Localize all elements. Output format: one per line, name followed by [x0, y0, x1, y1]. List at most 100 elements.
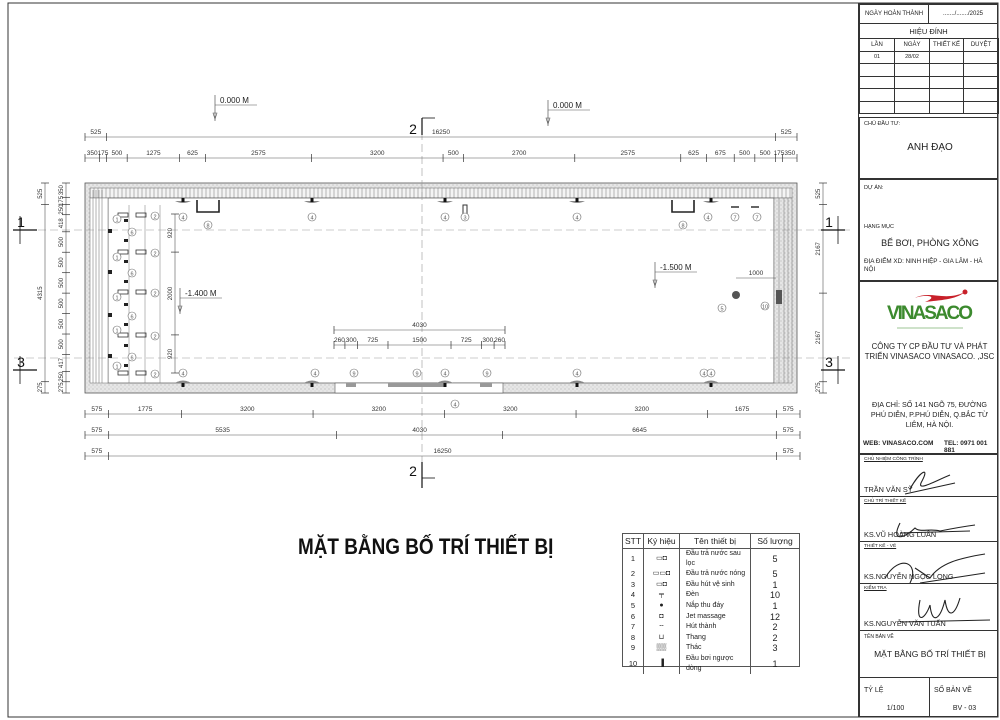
equipment-tag: 3	[463, 215, 466, 221]
dim-top-detail-label: 1275	[146, 150, 161, 157]
equipment-tag: 2	[153, 214, 156, 220]
dim-left-detail-label: 418	[59, 218, 65, 229]
dim-bottom-3-label: 16250	[433, 448, 451, 455]
legend-equipment-name: Đầu trả nước nóng	[679, 569, 751, 580]
equipment-tag: 9	[415, 371, 418, 377]
equipment-tag: 4	[443, 371, 446, 377]
right-wall-band	[773, 197, 793, 384]
equipment-tag: 4	[181, 215, 184, 221]
tag-circle	[760, 301, 770, 311]
legend-equipment-name: Thang	[679, 632, 751, 644]
dim-top-detail-label: 625	[187, 150, 198, 157]
sheet-border	[7, 2, 999, 718]
equipment-tag: 4	[310, 215, 313, 221]
scale-box: TỶ LỆ 1/100	[859, 677, 930, 717]
legend-equipment-name: Đầu trả nước sau lọc	[679, 548, 751, 569]
legend-quantity: 2	[772, 632, 778, 643]
dim-right-label: 2167	[816, 330, 822, 344]
dim-top-detail-label: 175	[774, 150, 785, 157]
section-label: 1	[825, 214, 833, 230]
dim-left-overall-label: 4315	[38, 286, 44, 300]
revision-cell	[963, 88, 999, 102]
return-inlet-icon	[135, 212, 147, 218]
light-icon	[437, 380, 453, 383]
revision-title: HIỆU ĐÍNH	[859, 23, 998, 39]
dim-left-detail-label: 500	[59, 318, 65, 329]
return-inlet-icon	[135, 289, 147, 295]
legend-equipment-name: Đầu hút vệ sinh	[679, 579, 751, 591]
ladder-icon	[671, 200, 695, 213]
legend-stt: 4	[623, 590, 644, 601]
revision-cell	[929, 63, 964, 77]
jet-massage-icon	[124, 280, 128, 283]
company-tel: TEL: 0971 001 881	[944, 440, 988, 454]
legend-quantity: 2	[772, 622, 778, 633]
dim-top-detail-label: 675	[715, 150, 726, 157]
dim-left-detail-label: 250	[59, 371, 65, 382]
revision-cell	[894, 88, 930, 102]
equipment-tag: 5	[720, 306, 723, 312]
dim-top-detail-label: 2575	[621, 150, 636, 157]
revision-cell	[929, 100, 964, 114]
dim-left-detail-label: 500	[59, 298, 65, 309]
jet-massage-icon	[124, 260, 128, 263]
equipment-tag: 7	[733, 215, 736, 221]
signature-image	[904, 471, 956, 495]
sheet-number-label: SỐ BẢN VẼ	[934, 687, 972, 694]
dim-bottom-2-label: 6645	[632, 427, 647, 434]
skimmer-icon: ╌	[643, 621, 680, 633]
legend-stt: 3	[623, 579, 644, 591]
dim-drain-label: 1000	[749, 270, 764, 277]
legend-quantity: 1	[772, 658, 778, 669]
legend-quantity: 5	[772, 569, 778, 580]
revision-cell	[929, 50, 964, 64]
role-label: CHỦ NHIỆM CÔNG TRÌNH	[864, 457, 923, 462]
section-label: 3	[825, 354, 833, 370]
revision-cell	[859, 88, 895, 102]
legend-equipment-name: Hút thành	[679, 621, 751, 633]
vacuum-inlet-icon: ▭◘	[643, 579, 680, 591]
equipment-tag: 2	[153, 372, 156, 378]
dim-bottom-1-label: 3200	[372, 406, 387, 413]
top-wall-tile-band	[89, 187, 793, 199]
tag-circle	[127, 268, 137, 278]
tag-circle	[127, 311, 137, 321]
jet-massage-icon: ◘	[643, 611, 680, 622]
return-inlet-icon	[117, 249, 129, 255]
jet-massage-icon	[108, 270, 112, 274]
dim-top-detail-label: 500	[739, 150, 750, 157]
main-drain-icon	[732, 291, 740, 299]
equipment-tag: 4	[702, 371, 705, 377]
tag-circle	[203, 220, 213, 230]
revision-cell	[894, 100, 930, 114]
light-icon	[569, 380, 585, 383]
equipment-tag: 6	[130, 271, 133, 277]
waterfall-icon	[480, 383, 492, 387]
light-icon	[181, 383, 185, 387]
tag-circle	[150, 211, 160, 221]
tag-circle	[112, 325, 122, 335]
legend-stt: 2	[623, 569, 644, 580]
tag-circle	[150, 248, 160, 258]
legend-equipment-name: Jet massage	[679, 611, 751, 622]
return-inlet-filtered-icon: ▭◘	[643, 548, 680, 569]
dim-bottom-1-label: 1675	[735, 406, 750, 413]
dim-waterfall-detail-label: 1500	[412, 337, 427, 344]
equipment-tag: 4	[181, 371, 184, 377]
equipment-tag: 4	[443, 215, 446, 221]
legend-stt: 5	[623, 600, 644, 612]
role-label: CHỦ TRÌ THIẾT KẾ	[864, 499, 907, 504]
tag-circle	[440, 212, 450, 222]
dim-left-detail-label: 250	[59, 204, 65, 215]
equipment-tag: 4	[575, 371, 578, 377]
equipment-tag: 1	[115, 217, 118, 223]
revision-cell	[963, 63, 999, 77]
dim-waterfall-detail-label: 725	[461, 337, 472, 344]
company-address: ĐỊA CHỈ: SỐ 141 NGÕ 75, ĐƯỜNG PHÚ DIỄN, …	[870, 400, 989, 429]
